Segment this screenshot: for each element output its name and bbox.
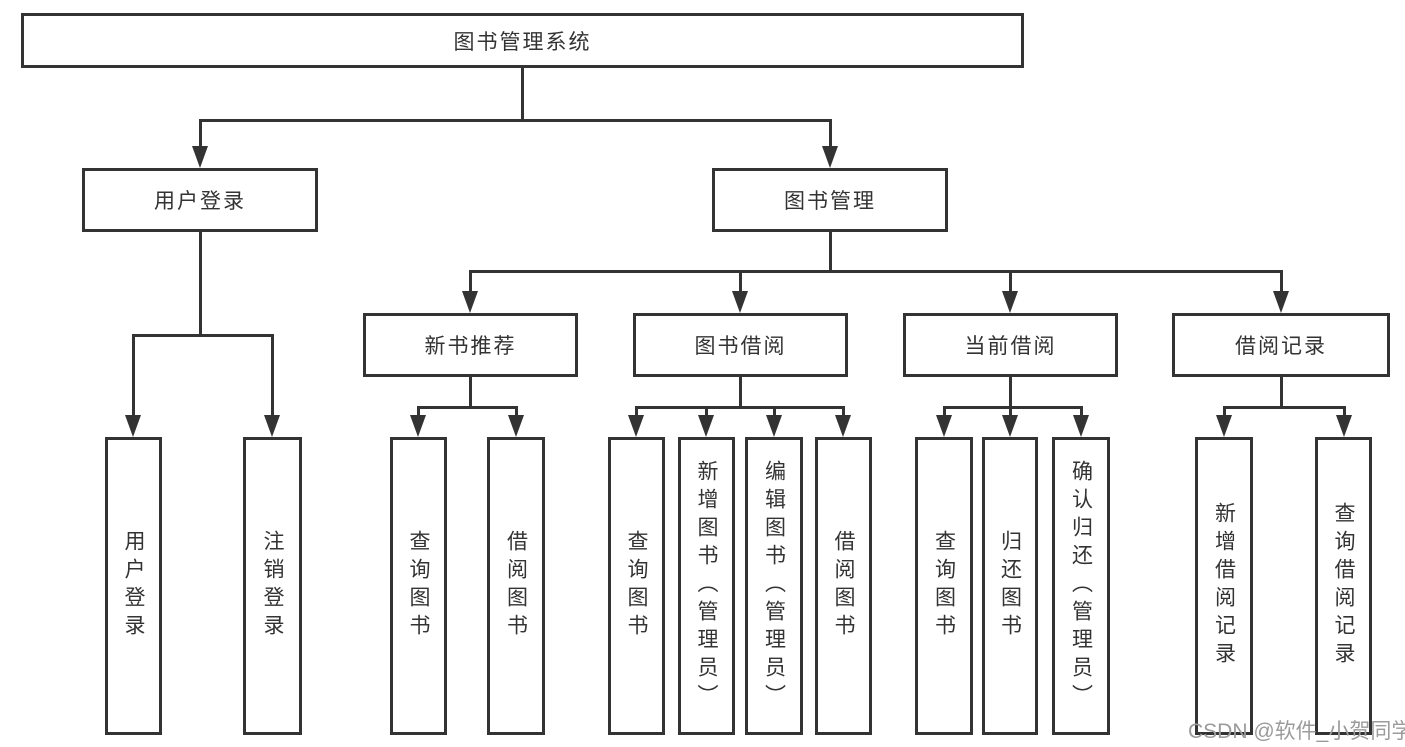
node-label: 借阅记录 (1235, 335, 1327, 358)
connector-line (199, 119, 202, 148)
leaf-label: 注销登录 (261, 530, 284, 642)
connector-line (705, 406, 708, 418)
connector-line (1280, 377, 1283, 408)
connector-line (635, 406, 638, 418)
connector-line (842, 406, 845, 418)
connector-line (943, 406, 946, 418)
node-book-management-module: 图书管理 (712, 168, 948, 232)
arrow-down-icon (936, 415, 952, 437)
arrow-down-icon (835, 415, 851, 437)
leaf-logout: 注销登录 (243, 437, 302, 735)
connector-line (469, 377, 472, 408)
leaf-label: 编辑图书（管理员） (762, 460, 786, 712)
node-user-login-module: 用户登录 (82, 168, 318, 232)
leaf-label: 查询借阅记录 (1332, 502, 1355, 670)
node-label: 用户登录 (154, 190, 246, 213)
connector-line (1080, 406, 1083, 418)
connector-line (829, 232, 832, 272)
leaf-label: 用户登录 (122, 530, 145, 642)
leaf-label: 借阅图书 (504, 530, 528, 642)
node-current-borrow: 当前借阅 (903, 313, 1118, 377)
leaf-label: 查询图书 (932, 530, 956, 642)
leaf-add-book-admin: 新增图书（管理员） (678, 437, 735, 735)
connector-line (739, 270, 742, 293)
arrow-down-icon (1002, 415, 1018, 437)
connector-line (1280, 270, 1283, 293)
connector-line (943, 406, 1082, 409)
connector-line (417, 406, 420, 418)
arrow-down-icon (698, 415, 714, 437)
leaf-label: 新增图书（管理员） (695, 460, 718, 712)
arrow-down-icon (732, 291, 748, 313)
node-label: 图书管理 (784, 190, 876, 213)
arrow-down-icon (822, 146, 838, 168)
connector-line (132, 334, 274, 337)
connector-line (199, 119, 832, 122)
connector-line (773, 406, 776, 418)
arrow-down-icon (1073, 415, 1089, 437)
leaf-label: 归还图书 (998, 530, 1022, 642)
leaf-borrow-book: 借阅图书 (815, 437, 872, 735)
arrow-down-icon (508, 415, 524, 437)
csdn-watermark: CSDN @软件_小贺同学 (1188, 720, 1405, 743)
connector-line (1223, 406, 1226, 418)
leaf-return-book: 归还图书 (982, 437, 1038, 735)
leaf-edit-book-admin: 编辑图书（管理员） (745, 437, 803, 735)
connector-line (469, 270, 472, 293)
leaf-query-book: 查询图书 (390, 437, 447, 735)
leaf-label: 新增借阅记录 (1212, 502, 1236, 670)
leaf-confirm-return-admin: 确认归还（管理员） (1052, 437, 1110, 735)
arrow-down-icon (1336, 415, 1352, 437)
connector-line (635, 406, 844, 409)
connector-line (1343, 406, 1346, 418)
connector-line (1009, 406, 1012, 418)
leaf-user-login: 用户登录 (105, 437, 162, 735)
node-label: 当前借阅 (964, 335, 1057, 358)
arrow-down-icon (125, 415, 141, 437)
arrow-down-icon (264, 415, 280, 437)
leaf-query-book: 查询图书 (608, 437, 665, 735)
arrow-down-icon (1216, 415, 1232, 437)
node-root: 图书管理系统 (21, 13, 1024, 68)
connector-line (417, 406, 518, 409)
arrow-down-icon (766, 415, 782, 437)
arrow-down-icon (462, 291, 478, 313)
leaf-label: 查询图书 (625, 530, 648, 642)
leaf-query-book: 查询图书 (915, 437, 973, 735)
connector-line (199, 232, 202, 336)
arrow-down-icon (410, 415, 426, 437)
node-book-borrow: 图书借阅 (633, 313, 848, 377)
connector-line (132, 334, 135, 417)
arrow-down-icon (628, 415, 644, 437)
leaf-query-borrow-record: 查询借阅记录 (1315, 437, 1372, 735)
connector-line (521, 68, 524, 120)
connector-line (1009, 377, 1012, 408)
connector-line (1009, 270, 1012, 293)
leaf-label: 查询图书 (407, 530, 430, 642)
connector-line (469, 270, 1283, 273)
connector-line (739, 377, 742, 408)
node-label: 图书借阅 (694, 335, 787, 358)
leaf-borrow-book: 借阅图书 (487, 437, 545, 735)
arrow-down-icon (1273, 291, 1289, 313)
arrow-down-icon (192, 146, 208, 168)
node-label: 新书推荐 (424, 335, 517, 358)
leaf-label: 借阅图书 (832, 530, 855, 642)
connector-line (515, 406, 518, 418)
connector-line (271, 334, 274, 417)
arrow-down-icon (1002, 291, 1018, 313)
node-root-label: 图书管理系统 (453, 30, 592, 54)
node-borrow-record: 借阅记录 (1172, 313, 1390, 377)
connector-line (1223, 406, 1346, 409)
leaf-label: 确认归还（管理员） (1069, 460, 1093, 712)
leaf-add-borrow-record: 新增借阅记录 (1195, 437, 1253, 735)
connector-line (829, 119, 832, 148)
node-new-book-recommend: 新书推荐 (363, 313, 578, 377)
